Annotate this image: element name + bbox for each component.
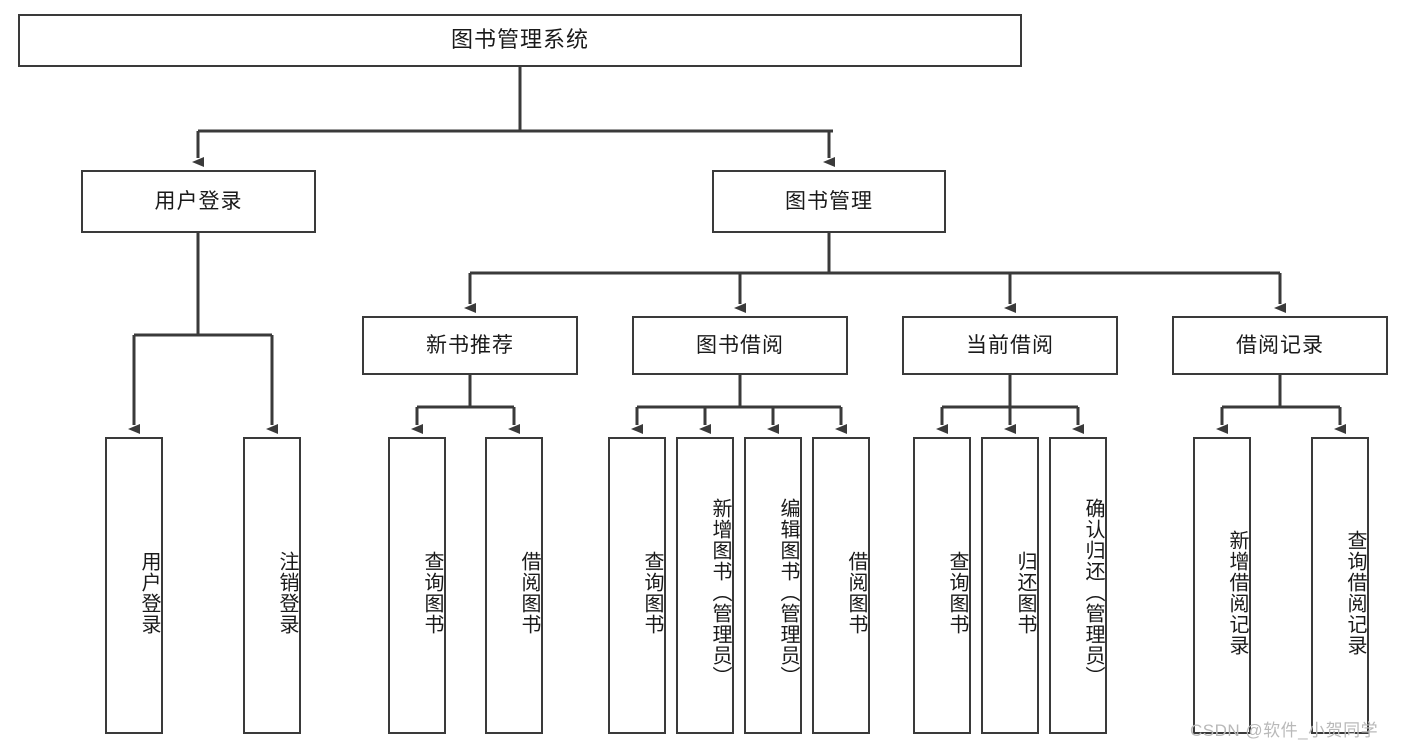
- node-borrow-record[interactable]: 借阅记录: [1172, 316, 1388, 375]
- leaf-book-borrow-query[interactable]: 查询图书: [608, 437, 666, 734]
- node-book-management[interactable]: 图书管理: [712, 170, 946, 233]
- leaf-current-borrow-confirm-return[interactable]: 确认归还（管理员）: [1049, 437, 1107, 734]
- csdn-watermark: CSDN @软件_小贺同学: [1190, 721, 1379, 740]
- node-new-book-recommend[interactable]: 新书推荐: [362, 316, 578, 375]
- leaf-borrow-record-query[interactable]: 查询借阅记录: [1311, 437, 1369, 734]
- leaf-current-borrow-query[interactable]: 查询图书: [913, 437, 971, 734]
- node-book-borrow[interactable]: 图书借阅: [632, 316, 848, 375]
- leaf-current-borrow-return[interactable]: 归还图书: [981, 437, 1039, 734]
- leaf-borrow-record-add[interactable]: 新增借阅记录: [1193, 437, 1251, 734]
- node-user-login[interactable]: 用户登录: [81, 170, 316, 233]
- leaf-user-login-logout[interactable]: 注销登录: [243, 437, 301, 734]
- node-current-borrow[interactable]: 当前借阅: [902, 316, 1118, 375]
- leaf-user-login-login[interactable]: 用户登录: [105, 437, 163, 734]
- leaf-new-book-query[interactable]: 查询图书: [388, 437, 446, 734]
- leaf-book-borrow-edit[interactable]: 编辑图书（管理员）: [744, 437, 802, 734]
- leaf-new-book-borrow[interactable]: 借阅图书: [485, 437, 543, 734]
- leaf-book-borrow-borrow[interactable]: 借阅图书: [812, 437, 870, 734]
- node-root-system[interactable]: 图书管理系统: [18, 14, 1022, 67]
- leaf-book-borrow-add[interactable]: 新增图书（管理员）: [676, 437, 734, 734]
